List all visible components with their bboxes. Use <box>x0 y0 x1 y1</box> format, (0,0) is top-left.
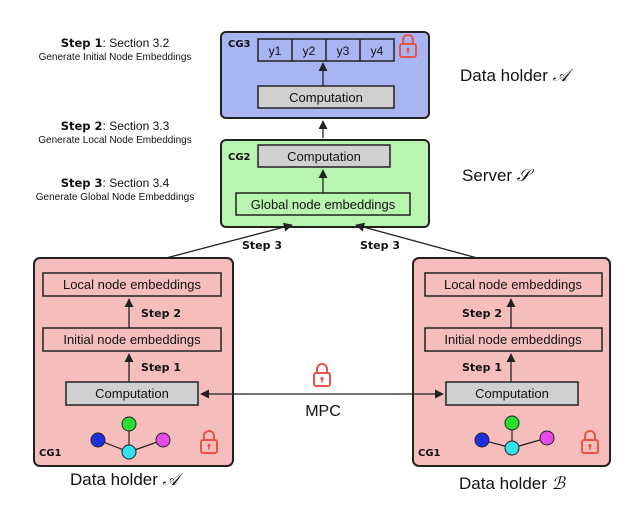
step2-section: : Section 3.3 <box>102 119 170 133</box>
cg1-b-holder-label: Data holder ℬ <box>459 474 565 494</box>
cg1-a-panel: Local node embeddings Initial node embed… <box>33 257 234 467</box>
cg1-b-initial: Initial node embeddings <box>444 332 582 347</box>
cg2-tag: CG2 <box>228 152 251 163</box>
step2-desc: Generate Local Node Embeddings <box>38 135 192 146</box>
cg1-b-computation: Computation <box>475 386 549 401</box>
step2-title: Step 2 <box>60 119 103 133</box>
step3-desc: Generate Global Node Embeddings <box>35 192 195 203</box>
output-y1: y1 <box>269 44 282 58</box>
cg1-a-initial: Initial node embeddings <box>63 332 201 347</box>
step1-description: Step 1: Section 3.2 Generate Initial Nod… <box>0 36 230 63</box>
step1-section: : Section 3.2 <box>102 36 170 50</box>
cg1-b-panel: Local node embeddings Initial node embed… <box>412 257 611 467</box>
lock-icon <box>313 363 331 387</box>
cg3-computation: Computation <box>289 90 363 105</box>
cg1-a-step1: Step 1 <box>141 361 181 374</box>
cg2-computation: Computation <box>287 149 361 164</box>
step3-section: : Section 3.4 <box>102 176 170 190</box>
cg1-b-step1: Step 1 <box>462 361 502 374</box>
output-y4: y4 <box>371 44 384 58</box>
graph-icon <box>90 416 171 460</box>
step3-title: Step 3 <box>60 176 103 190</box>
cg1-a-local: Local node embeddings <box>63 277 202 292</box>
cg2-holder-label: Server 𝒮 <box>462 166 530 186</box>
step1-desc: Generate Initial Node Embeddings <box>38 52 192 63</box>
cg3-tag: CG3 <box>228 39 251 50</box>
cg3-holder-label: Data holder 𝒜 <box>460 66 569 86</box>
cg1-b-local: Local node embeddings <box>444 277 583 292</box>
cg1-b-tag: CG1 <box>418 448 441 459</box>
output-y3: y3 <box>337 44 350 58</box>
cg1-a-tag: CG1 <box>39 448 62 459</box>
cg1-a-step2: Step 2 <box>141 307 181 320</box>
step3-label-a: Step 3 <box>242 239 282 252</box>
output-row: y1 y2 y3 y4 <box>257 38 395 62</box>
output-y2: y2 <box>303 44 316 58</box>
step3-description: Step 3: Section 3.4 Generate Global Node… <box>0 176 230 203</box>
cg3-panel: CG3 y1 y2 y3 y4 Computation <box>220 31 430 119</box>
step2-description: Step 2: Section 3.3 Generate Local Node … <box>0 119 230 146</box>
step1-title: Step 1 <box>60 36 103 50</box>
mpc-label: MPC <box>305 403 341 420</box>
cg1-a-computation: Computation <box>95 386 169 401</box>
cg1-a-holder-label: Data holder 𝒜 <box>70 470 179 490</box>
graph-icon <box>474 415 555 456</box>
cg2-panel: CG2 Computation Global node embeddings <box>220 139 430 228</box>
cg1-b-step2: Step 2 <box>462 307 502 320</box>
step3-label-b: Step 3 <box>360 239 400 252</box>
cg2-global-embeddings: Global node embeddings <box>251 197 396 212</box>
